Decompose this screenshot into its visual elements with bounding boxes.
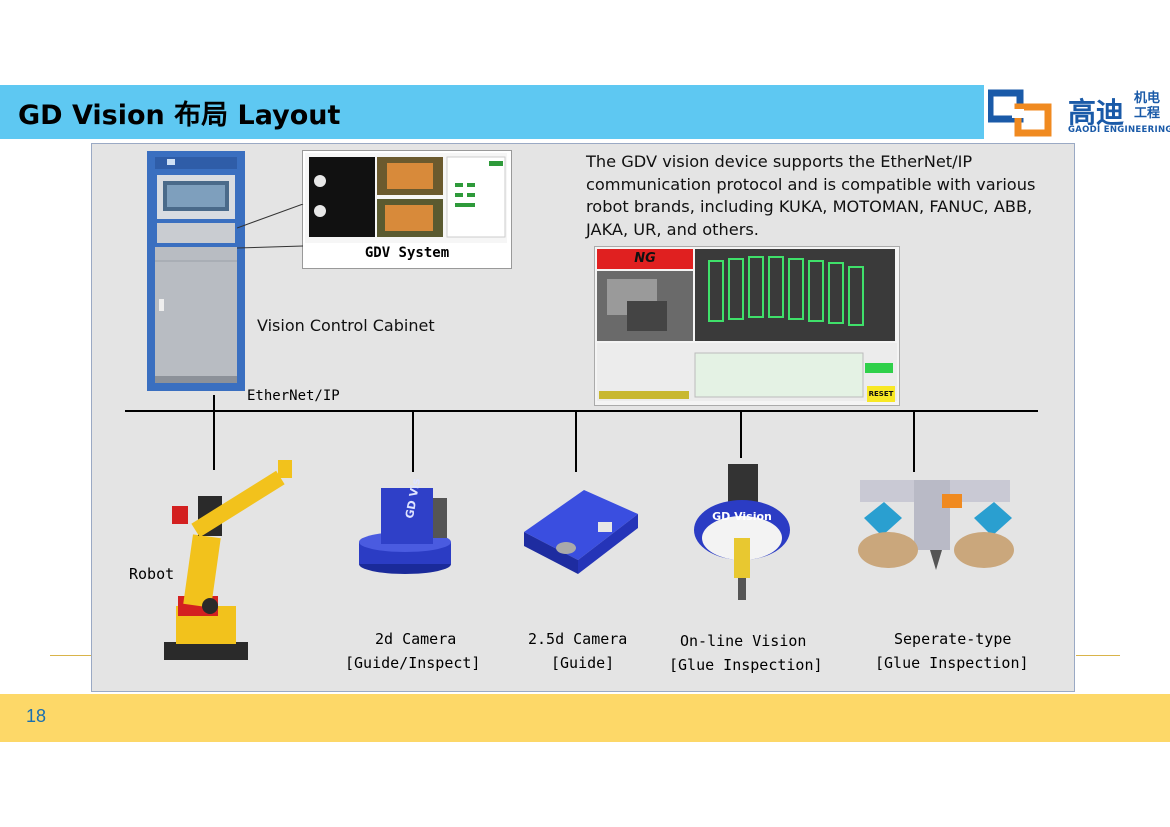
inspection-software-screenshot: NG RESET: [594, 246, 900, 406]
vision-cabinet-image: [147, 151, 245, 391]
device-label-robot: Robot: [129, 565, 175, 583]
logo-english-name: GAODI ENGINEERING: [1068, 125, 1170, 135]
network-label: EtherNet/IP: [247, 388, 340, 404]
device-label-online-vision: On-line Vision: [680, 632, 807, 650]
device-sub-2d-camera: [Guide/Inspect]: [345, 654, 481, 672]
drop-line-25d-camera: [575, 410, 577, 472]
ethernet-bus-line: [125, 410, 1038, 412]
ng-status-badge: NG: [597, 249, 693, 269]
footer-bar: 18: [0, 694, 1170, 742]
logo-chinese-sub: 机电工程: [1134, 91, 1161, 121]
device-label-25d-camera: 2.5d Camera: [528, 630, 628, 648]
divider-left: [50, 655, 91, 656]
device-label-separate-type: Seperate-type: [894, 630, 1012, 648]
drop-line-separate-type: [913, 410, 915, 472]
logo-chinese-name: 高迪: [1068, 96, 1125, 129]
cabinet-label: Vision Control Cabinet: [257, 316, 435, 335]
gdv-system-label: GDV System: [364, 245, 450, 261]
online-vision-image: GD Vision: [694, 464, 790, 600]
logo-mark-icon: [988, 89, 1052, 137]
drop-line-robot: [213, 395, 215, 470]
page-title: GD Vision 布局 Layout: [18, 100, 341, 131]
callout-lines: [237, 204, 304, 249]
2d-camera-image: GD Vision: [359, 478, 451, 574]
device-sub-online-vision: [Glue Inspection]: [669, 656, 823, 674]
device-label-2d-camera: 2d Camera: [375, 630, 457, 648]
drop-line-2d-camera: [412, 410, 414, 472]
25d-camera-image: [524, 490, 638, 574]
page-number: 18: [26, 706, 47, 726]
device-sub-separate-type: [Glue Inspection]: [875, 654, 1029, 672]
layout-diagram: GDV System The GDV vision device support…: [91, 143, 1075, 692]
title-bar: GD Vision 布局 Layout: [0, 85, 984, 139]
online-vision-brand-text: GD Vision: [712, 510, 772, 523]
protocol-description: The GDV vision device supports the Ether…: [586, 152, 1036, 239]
drop-line-online-vision: [740, 410, 742, 458]
separate-type-image: [858, 480, 1014, 570]
device-sub-25d-camera: [Guide]: [551, 654, 615, 672]
robot-arm-image: [164, 460, 292, 660]
company-logo: 高迪 机电工程 GAODI ENGINEERING: [988, 85, 1170, 139]
divider-right: [1076, 655, 1120, 656]
reset-button: RESET: [867, 386, 895, 402]
gdv-system-screenshot: GDV System: [302, 150, 512, 269]
